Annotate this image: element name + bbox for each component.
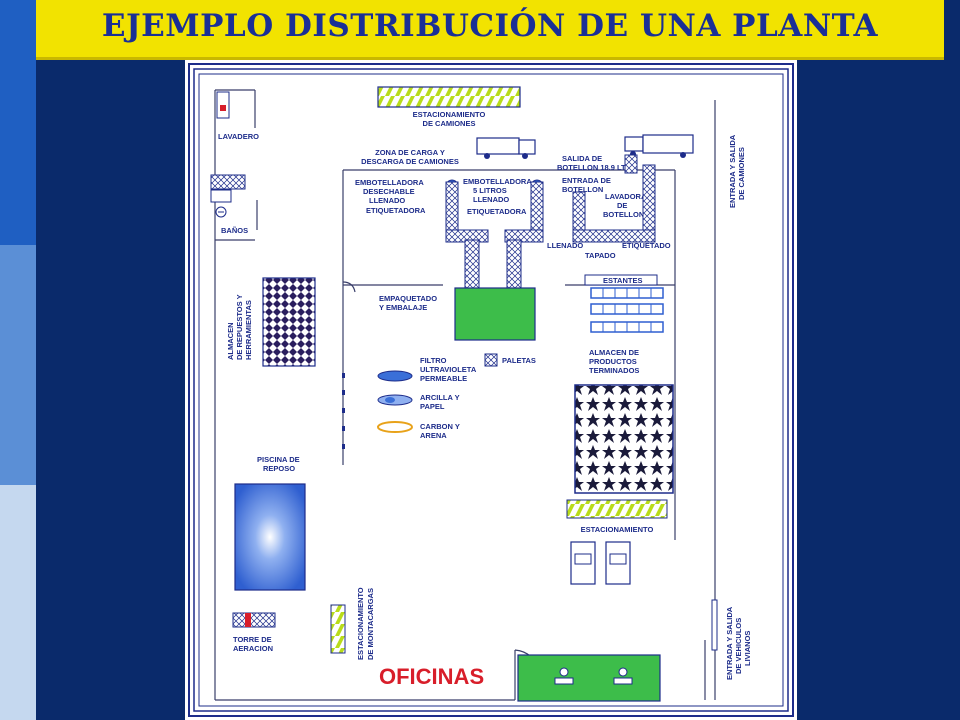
embotelladora-desechable-3: LLENADO — [369, 196, 405, 205]
entrada-livianos-label-2: DE VEHICULOS — [734, 618, 743, 674]
etiquetadora-2-label: ETIQUETADORA — [467, 207, 527, 216]
almacen-repuestos-label-3: HERRAMIENTAS — [244, 300, 253, 360]
entrada-livianos-vertical: ENTRADA Y SALIDA DE VEHICULOS LIVIANOS — [725, 606, 752, 680]
zona-carga-label-1: ZONA DE CARGA Y — [375, 148, 445, 157]
entrada-livianos-label-1: ENTRADA Y SALIDA — [725, 606, 734, 680]
truck-parking-label-1: ESTACIONAMIENTO — [413, 110, 486, 119]
plan-inner-border — [193, 68, 789, 712]
estantes-label: ESTANTES — [603, 276, 642, 285]
oficinas-label: OFICINAS — [379, 664, 484, 689]
lavadora-label-2: DE — [617, 201, 627, 210]
montacargas-label-1: ESTACIONAMIENTO — [356, 587, 365, 660]
salida-botellon-label-2: BOTELLON 18.9 LTS — [557, 163, 631, 172]
embotelladora-desechable-1: EMBOTELLADORA — [355, 178, 424, 187]
arcilla-label-1: ARCILLA Y — [420, 393, 460, 402]
almacen-repuestos-label-1: ALMACEN — [226, 323, 235, 361]
entrada-camiones-label-1: ENTRADA Y SALIDA — [728, 134, 737, 208]
estacionamiento-label: ESTACIONAMIENTO — [581, 525, 654, 534]
almacen-productos-label-2: PRODUCTOS — [589, 357, 637, 366]
lavadero-area: LAVADERO — [216, 91, 259, 141]
lavadora-label-3: BOTELLONES — [603, 210, 654, 219]
empaquetado-label-2: Y EMBALAJE — [379, 303, 427, 312]
strip-dark-blue — [0, 0, 36, 245]
entrada-camiones-label-2: DE CAMIONES — [737, 147, 746, 200]
almacen-productos-zone — [574, 384, 674, 494]
almacen-productos-label-3: TERMINADOS — [589, 366, 639, 375]
banos-toilet-1 — [210, 189, 232, 203]
embotelladora-desechable-2: DESECHABLE — [363, 187, 415, 196]
banos-fixture-top — [210, 174, 246, 190]
truck-right — [624, 134, 694, 158]
bottle-conveyor — [572, 154, 656, 243]
montacargas-label-2: DE MONTACARGAS — [366, 588, 375, 660]
carbon-label-2: ARENA — [420, 431, 447, 440]
wall-markers — [342, 373, 345, 449]
lavadero-sink-marker — [220, 105, 226, 111]
almacen-productos-label-1: ALMACEN DE — [589, 348, 639, 357]
embotelladora-5l-2: 5 LITROS — [473, 186, 507, 195]
title-bar: EJEMPLO DISTRIBUCIÓN DE UNA PLANTA — [36, 0, 944, 60]
filters — [377, 370, 413, 433]
truck-parking: ESTACIONAMIENTO DE CAMIONES — [377, 86, 521, 128]
llenado-label: LLENADO — [547, 241, 583, 250]
almacen-repuestos-label-2: DE REPUESTOS Y — [235, 294, 244, 360]
almacen-repuestos-vertical: ALMACEN DE REPUESTOS Y HERRAMIENTAS — [226, 294, 253, 360]
slide-title: EJEMPLO DISTRIBUCIÓN DE UNA PLANTA — [101, 8, 879, 44]
etiquetado-label: ETIQUETADO — [622, 241, 671, 250]
strip-mid-blue — [0, 245, 36, 485]
tapado-label: TAPADO — [585, 251, 616, 260]
filtro-label-2: ULTRAVIOLETA — [420, 365, 477, 374]
filtro-label-1: FILTRO — [420, 356, 447, 365]
left-accent-strip — [0, 0, 36, 720]
entrada-livianos-label-3: LIVIANOS — [743, 631, 752, 666]
empaquetado-zone — [454, 287, 536, 341]
embotelladora-5l-1: EMBOTELLADORA — [463, 177, 532, 186]
torre-aeracion-icon — [232, 612, 276, 628]
piscina-label-1: PISCINA DE — [257, 455, 300, 464]
empaquetado-label-1: EMPAQUETADO — [379, 294, 437, 303]
filtro-uv-icon — [377, 370, 413, 382]
banos-area: BAÑOS — [210, 174, 248, 235]
parked-cars — [570, 541, 631, 585]
embotelladora-5l-3: LLENADO — [473, 195, 509, 204]
plan-outer-border — [188, 63, 794, 717]
filtro-label-3: PERMEABLE — [420, 374, 467, 383]
gate-light-vehicles — [711, 599, 718, 651]
strip-light-blue — [0, 485, 36, 720]
piscina-zone — [234, 483, 306, 591]
entrada-botellon-label-2: BOTELLON — [562, 185, 603, 194]
paletas-icon — [484, 353, 498, 367]
almacen-repuestos-zone — [262, 277, 316, 367]
oficinas-zone — [517, 654, 661, 702]
paletas-label: PALETAS — [502, 356, 536, 365]
zona-carga-label-2: DESCARGA DE CAMIONES — [361, 157, 459, 166]
estacionamiento-stripes — [566, 499, 668, 519]
torre-label-1: TORRE DE — [233, 635, 272, 644]
truck-left — [476, 137, 536, 159]
plan-svg: LAVADERO BAÑOS ESTACIONAMIENTO DE CAMION… — [188, 63, 794, 717]
montacargas-stripes — [330, 604, 346, 654]
lavadora-label-1: LAVADORA — [605, 192, 647, 201]
carbon-label-1: CARBON Y — [420, 422, 460, 431]
piscina-label-2: REPOSO — [263, 464, 295, 473]
estantes-shelves — [590, 287, 664, 333]
lavadero-label: LAVADERO — [218, 132, 259, 141]
entrada-botellon-label-1: ENTRADA DE — [562, 176, 611, 185]
plan-walls — [214, 89, 716, 701]
salida-botellon-label-1: SALIDA DE — [562, 154, 602, 163]
entrada-camiones-vertical: ENTRADA Y SALIDA DE CAMIONES — [728, 134, 746, 208]
torre-label-2: AERACION — [233, 644, 273, 653]
plan-inner-border-2 — [198, 73, 784, 707]
truck-parking-label-2: DE CAMIONES — [423, 119, 476, 128]
truck-parking-stripes — [377, 86, 521, 108]
etiquetadora-1-label: ETIQUETADORA — [366, 206, 426, 215]
banos-label: BAÑOS — [221, 226, 248, 235]
main-conveyor — [445, 181, 544, 289]
estantes-header — [584, 274, 658, 286]
montacargas-vertical: ESTACIONAMIENTO DE MONTACARGAS — [356, 587, 375, 660]
carbon-icon — [377, 421, 413, 433]
office-desks — [554, 667, 633, 685]
plant-layout-plan: LAVADERO BAÑOS ESTACIONAMIENTO DE CAMION… — [185, 60, 797, 720]
arcilla-label-2: PAPEL — [420, 402, 445, 411]
